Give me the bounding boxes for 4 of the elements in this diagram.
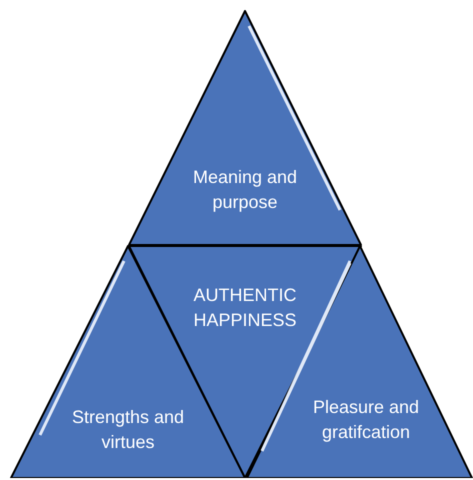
triangle-label: AUTHENTIC HAPPINESS xyxy=(192,284,298,332)
triangle-label: Strengths and virtues xyxy=(70,406,186,454)
triangle-label: Meaning and purpose xyxy=(192,166,298,214)
triangle-label: Pleasure and gratifcation xyxy=(312,396,420,444)
